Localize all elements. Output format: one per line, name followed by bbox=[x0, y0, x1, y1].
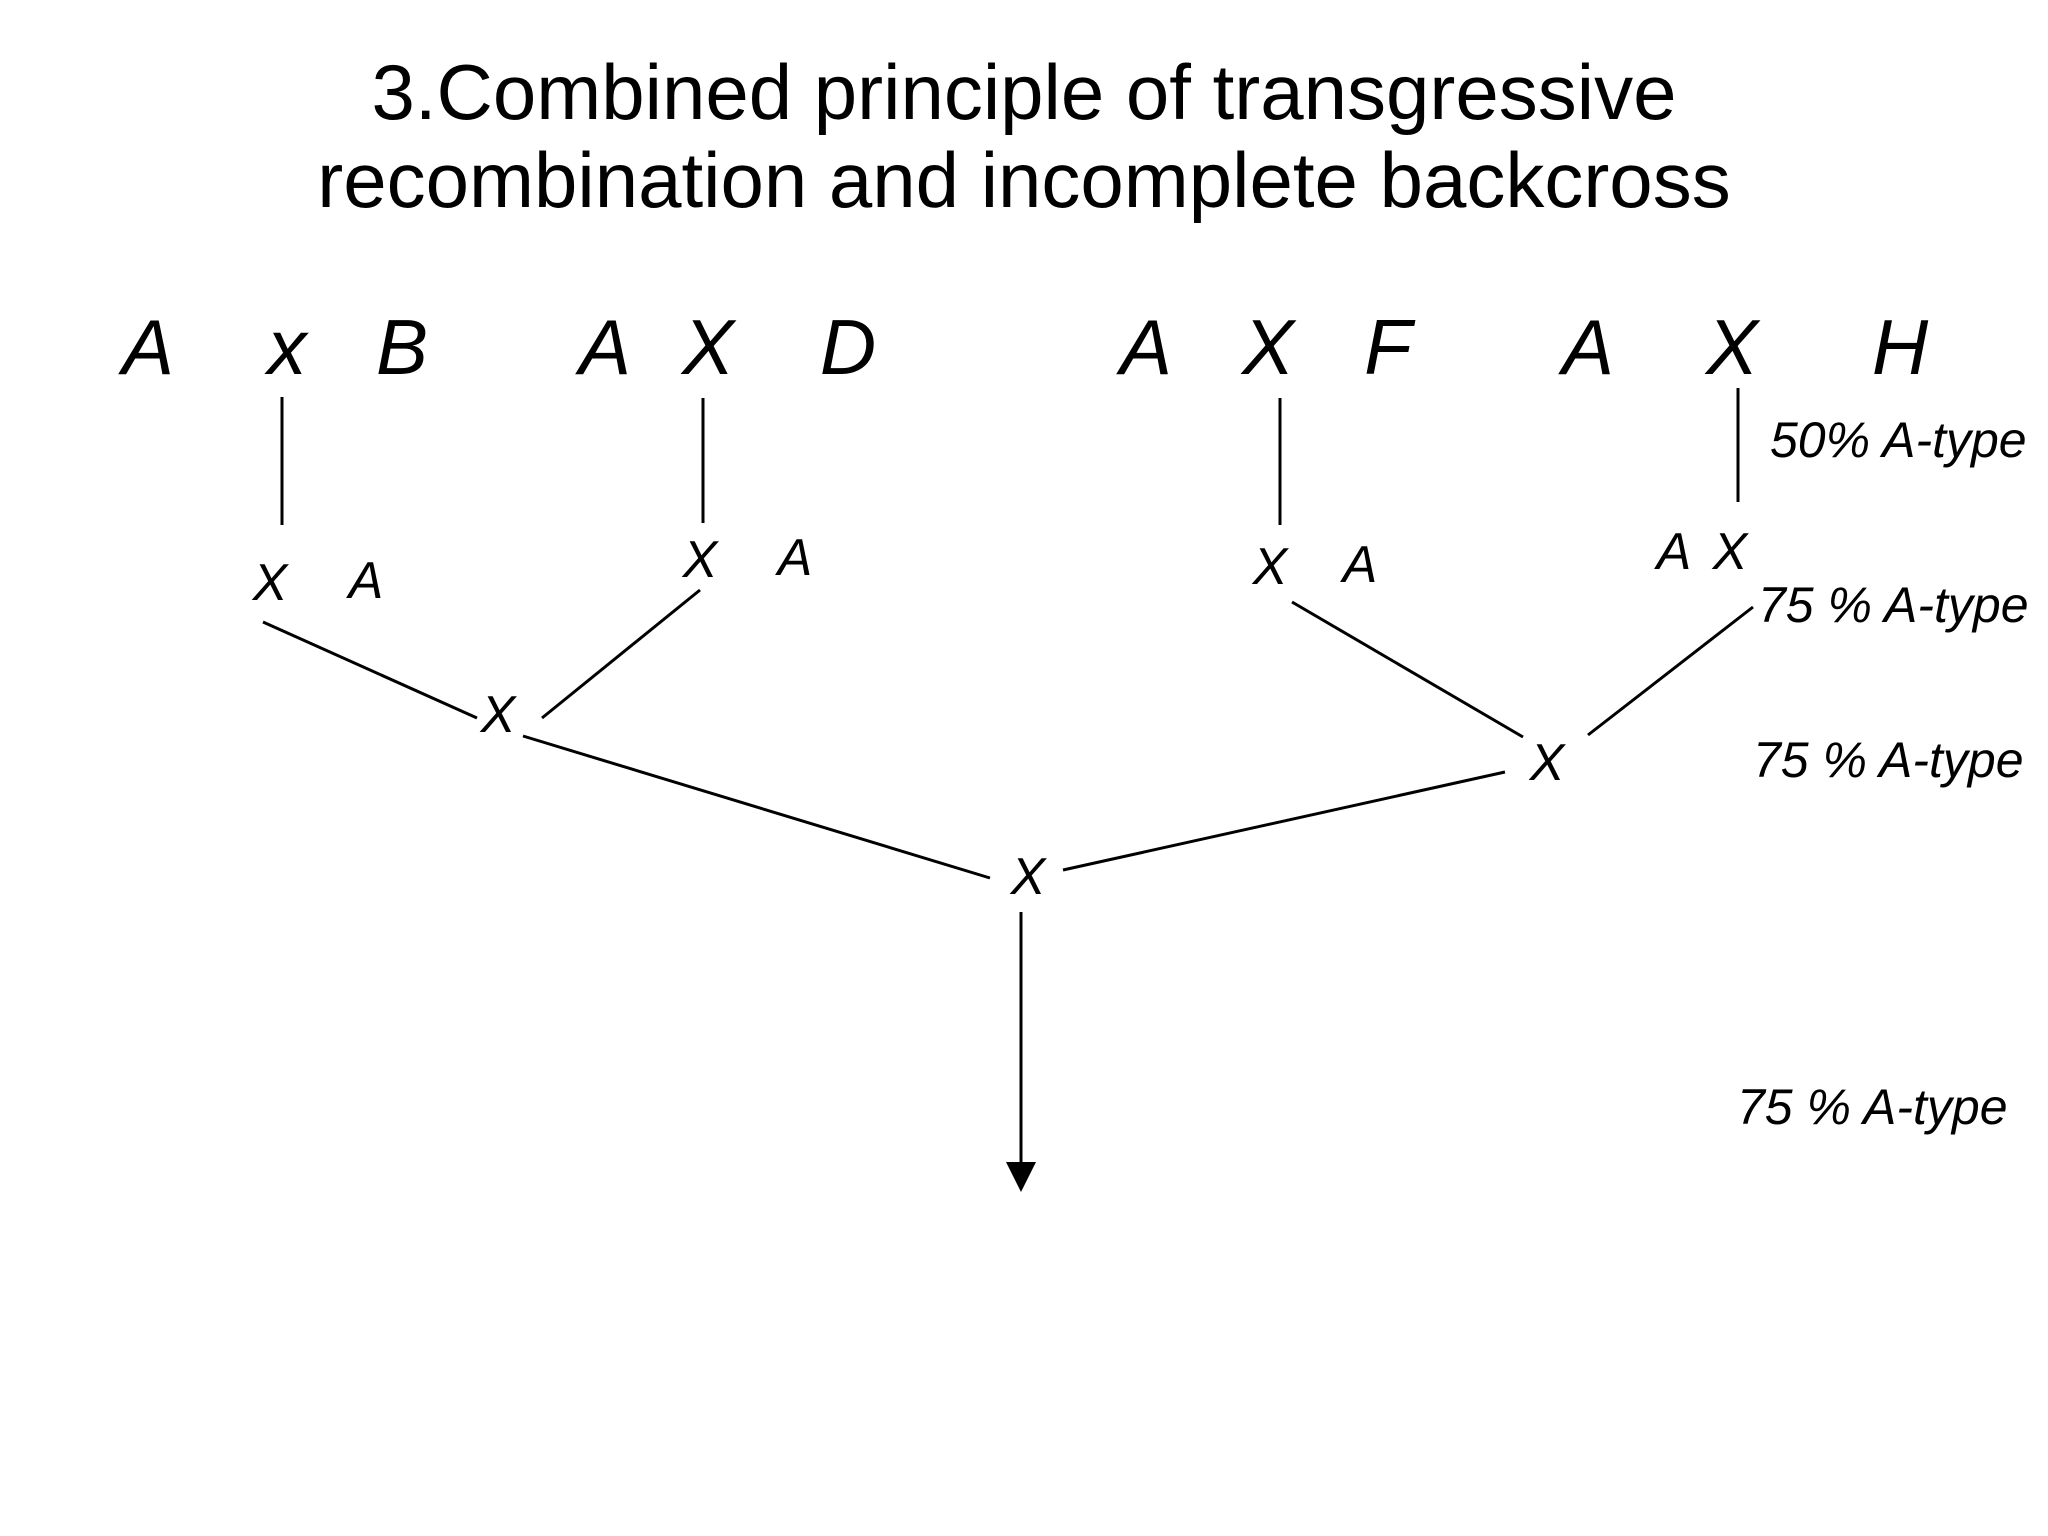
branch-leftmid-to-bottom bbox=[522, 734, 991, 880]
branch-f1b-to-leftmid bbox=[541, 588, 701, 720]
branch-rightmid-to-bottom bbox=[1062, 770, 1506, 872]
g1-cross-sign: x bbox=[267, 303, 307, 391]
branch-f1d-to-rightmid bbox=[1587, 605, 1754, 737]
final-arrow-head bbox=[1006, 1162, 1036, 1192]
f1a-cross-symbol: X bbox=[252, 554, 288, 612]
leftmid-cross-symbol: X bbox=[480, 686, 516, 744]
branch-f1c-to-rightmid bbox=[1291, 600, 1524, 739]
label-75pct-a-type-3: 75 % A-type bbox=[1737, 1079, 2008, 1135]
g2-parent-right: D bbox=[819, 303, 877, 391]
f1d-cross-symbol: X bbox=[1712, 523, 1748, 581]
label-75pct-a-type-1: 75 % A-type bbox=[1758, 577, 2029, 633]
rightmid-cross-symbol: X bbox=[1529, 734, 1565, 792]
branch-f1a-to-leftmid bbox=[262, 620, 478, 720]
g3-parent-left: A bbox=[1119, 303, 1173, 391]
g3-cross-sign: X bbox=[1241, 303, 1295, 391]
slide-title-line1: 3.Combined principle of transgressive bbox=[371, 48, 1677, 136]
g2-parent-left: A bbox=[578, 303, 632, 391]
bottom-cross-symbol: X bbox=[1010, 848, 1046, 906]
f1b-recurrent-a: A bbox=[777, 529, 813, 587]
g2-cross-sign: X bbox=[681, 303, 735, 391]
g4-parent-right: H bbox=[1871, 303, 1929, 391]
g3-parent-right: F bbox=[1364, 303, 1412, 391]
label-75pct-a-type-2: 75 % A-type bbox=[1753, 732, 2024, 788]
g4-cross-sign: X bbox=[1705, 303, 1759, 391]
g4-parent-left: A bbox=[1561, 303, 1615, 391]
f1b-cross-symbol: X bbox=[682, 531, 718, 589]
label-50pct-a-type: 50% A-type bbox=[1770, 412, 2027, 468]
f1c-cross-symbol: X bbox=[1252, 538, 1288, 596]
f1a-recurrent-a: A bbox=[348, 552, 384, 610]
slide-title-line2: recombination and incomplete backcross bbox=[317, 136, 1731, 224]
g1-parent-left: A bbox=[121, 303, 175, 391]
g1-parent-right: B bbox=[375, 303, 429, 391]
f1d-recurrent-a: A bbox=[1656, 523, 1692, 581]
f1c-recurrent-a: A bbox=[1342, 536, 1378, 594]
